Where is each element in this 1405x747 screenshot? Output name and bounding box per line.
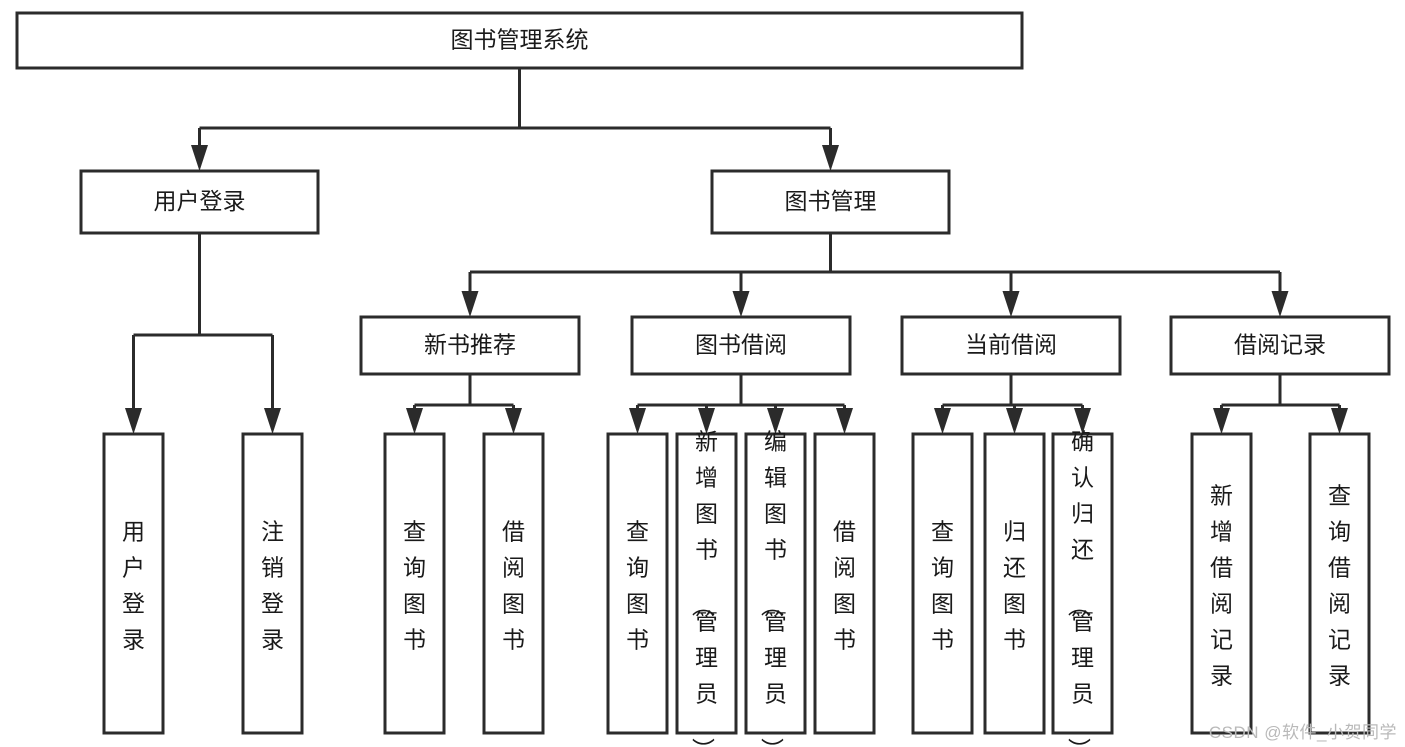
node-label-new-book-rec: 新书推荐 <box>424 332 516 358</box>
node-leaf-query-book-1[interactable]: 查询图书 <box>383 432 446 735</box>
node-leaf-borrow-book-2[interactable]: 借阅图书 <box>813 432 876 735</box>
node-label-leaf-borrow-book-2: 借阅图书 <box>833 519 856 653</box>
node-box-leaf-borrow-book-2[interactable] <box>813 432 876 735</box>
arrow-head-icon <box>836 408 853 434</box>
node-box-new-book-rec[interactable] <box>359 315 581 376</box>
arrow-head-icon <box>767 408 784 434</box>
node-label-leaf-query-book-1: 查询图书 <box>403 519 426 653</box>
node-label-user-login: 用户登录 <box>154 188 246 214</box>
node-new-book-rec[interactable]: 新书推荐 <box>359 315 581 376</box>
node-borrow-record[interactable]: 借阅记录 <box>1169 315 1391 376</box>
csdn-watermark: CSDN @软件_小贺同学 <box>1208 723 1397 742</box>
node-box-book-borrow[interactable] <box>630 315 852 376</box>
node-box-leaf-logout[interactable] <box>241 432 304 735</box>
node-box-book-manage[interactable] <box>710 169 951 235</box>
node-book-borrow[interactable]: 图书借阅 <box>630 315 852 376</box>
node-label-root: 图书管理系统 <box>451 27 589 53</box>
connector-group-borrow-record <box>1213 374 1348 434</box>
arrow-head-icon <box>1331 408 1348 434</box>
arrow-head-icon <box>1002 291 1020 317</box>
node-leaf-confirm-return-admin[interactable]: 确认归还（管理员） <box>1051 429 1114 747</box>
arrow-head-icon <box>629 408 646 434</box>
node-leaf-logout[interactable]: 注销登录 <box>241 432 304 735</box>
connector-group-book-manage <box>461 233 1289 317</box>
node-box-current-borrow[interactable] <box>900 315 1122 376</box>
node-label-leaf-add-borrow-record: 新增借阅记录 <box>1210 483 1233 689</box>
node-current-borrow[interactable]: 当前借阅 <box>900 315 1122 376</box>
connector-group-current-borrow <box>934 374 1091 434</box>
node-box-leaf-return-book[interactable] <box>983 432 1046 735</box>
node-label-leaf-logout: 注销登录 <box>261 519 284 653</box>
connector-layer <box>125 68 1348 434</box>
node-label-leaf-query-book-2: 查询图书 <box>626 519 649 653</box>
node-label-current-borrow: 当前借阅 <box>965 332 1057 358</box>
node-leaf-query-book-3[interactable]: 查询图书 <box>911 432 974 735</box>
node-label-leaf-user-login: 用户登录 <box>122 519 145 653</box>
node-label-book-borrow: 图书借阅 <box>695 332 787 358</box>
node-box-leaf-user-login[interactable] <box>102 432 165 735</box>
node-box-user-login[interactable] <box>79 169 320 235</box>
node-leaf-borrow-book-1[interactable]: 借阅图书 <box>482 432 545 735</box>
node-box-leaf-add-book-admin[interactable] <box>675 432 738 735</box>
node-label-leaf-confirm-return-admin: 确认归还（管理员） <box>1066 429 1094 747</box>
node-root[interactable]: 图书管理系统 <box>15 11 1024 70</box>
node-box-borrow-record[interactable] <box>1169 315 1391 376</box>
arrow-head-icon <box>1271 291 1289 317</box>
node-leaf-query-borrow-record[interactable]: 查询借阅记录 <box>1308 432 1371 735</box>
node-box-leaf-query-book-2[interactable] <box>606 432 669 735</box>
arrow-head-icon <box>406 408 423 434</box>
node-leaf-add-borrow-record[interactable]: 新增借阅记录 <box>1190 432 1253 735</box>
connector-group-new-book-rec <box>406 374 522 434</box>
node-label-book-manage: 图书管理 <box>785 188 877 214</box>
node-label-leaf-borrow-book-1: 借阅图书 <box>502 519 525 653</box>
node-book-manage[interactable]: 图书管理 <box>710 169 951 235</box>
node-label-leaf-add-book-admin: 新增图书（管理员） <box>690 429 718 747</box>
node-box-leaf-query-book-1[interactable] <box>383 432 446 735</box>
node-label-leaf-edit-book-admin: 编辑图书（管理员） <box>759 429 787 747</box>
arrow-head-icon <box>934 408 951 434</box>
arrow-head-icon <box>125 408 142 434</box>
node-box-leaf-query-borrow-record[interactable] <box>1308 432 1371 735</box>
node-label-leaf-query-book-3: 查询图书 <box>931 519 954 653</box>
connector-group-user-login <box>125 233 281 434</box>
arrow-head-icon <box>732 291 750 317</box>
node-label-leaf-return-book: 归还图书 <box>1003 519 1026 653</box>
node-leaf-query-book-2[interactable]: 查询图书 <box>606 432 669 735</box>
arrow-head-icon <box>461 291 479 317</box>
arrow-head-icon <box>822 145 839 171</box>
connector-group-root <box>191 68 839 171</box>
node-box-leaf-edit-book-admin[interactable] <box>744 432 807 735</box>
arrow-head-icon <box>1006 408 1023 434</box>
connector-group-book-borrow <box>629 374 853 434</box>
arrow-head-icon <box>698 408 715 434</box>
node-box-leaf-add-borrow-record[interactable] <box>1190 432 1253 735</box>
node-box-leaf-borrow-book-1[interactable] <box>482 432 545 735</box>
node-leaf-add-book-admin[interactable]: 新增图书（管理员） <box>675 429 738 747</box>
node-box-root[interactable] <box>15 11 1024 70</box>
node-layer: 图书管理系统用户登录图书管理新书推荐图书借阅当前借阅借阅记录用户登录注销登录查询… <box>15 11 1391 747</box>
node-box-leaf-query-book-3[interactable] <box>911 432 974 735</box>
arrow-head-icon <box>1074 408 1091 434</box>
arrow-head-icon <box>191 145 208 171</box>
node-label-leaf-query-borrow-record: 查询借阅记录 <box>1328 483 1351 689</box>
node-leaf-edit-book-admin[interactable]: 编辑图书（管理员） <box>744 429 807 747</box>
arrow-head-icon <box>264 408 281 434</box>
arrow-head-icon <box>1213 408 1230 434</box>
arrow-head-icon <box>505 408 522 434</box>
node-leaf-user-login[interactable]: 用户登录 <box>102 432 165 735</box>
node-label-borrow-record: 借阅记录 <box>1234 332 1326 358</box>
node-leaf-return-book[interactable]: 归还图书 <box>983 432 1046 735</box>
node-box-leaf-confirm-return-admin[interactable] <box>1051 432 1114 735</box>
node-user-login[interactable]: 用户登录 <box>79 169 320 235</box>
